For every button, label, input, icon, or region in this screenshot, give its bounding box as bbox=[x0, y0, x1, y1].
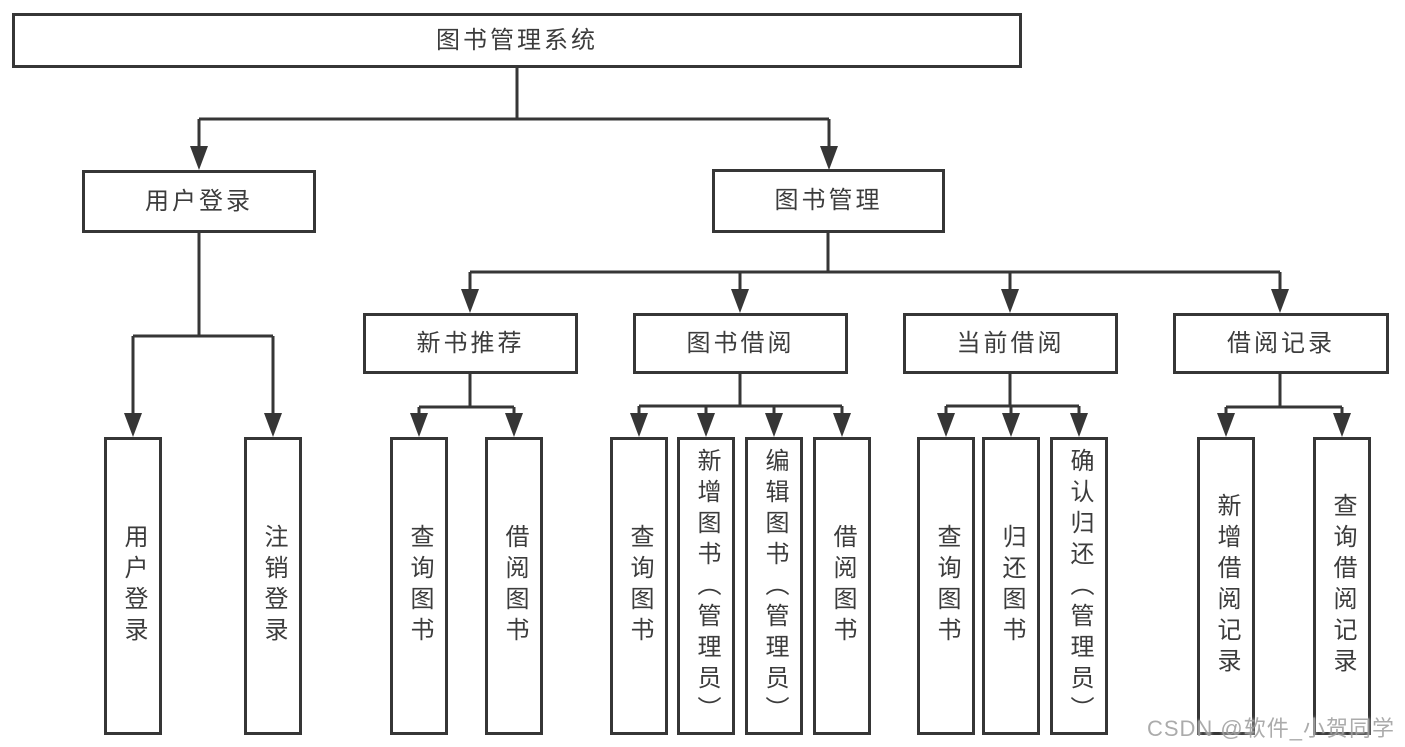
leaf-bb-query-books: 查询图书 bbox=[610, 437, 668, 735]
leaf-cb-return-books: 归还图书 bbox=[982, 437, 1040, 735]
node-book-borrow: 图书借阅 bbox=[633, 313, 848, 374]
leaf-br-add-record: 新增借阅记录 bbox=[1197, 437, 1255, 735]
leaf-nbr-borrow-books: 借阅图书 bbox=[485, 437, 543, 735]
node-current-borrow: 当前借阅 bbox=[903, 313, 1118, 374]
node-new-book-recommend: 新书推荐 bbox=[363, 313, 578, 374]
leaf-bb-add-books-admin: 新增图书（管理员） bbox=[677, 437, 735, 735]
leaf-bb-borrow-books: 借阅图书 bbox=[813, 437, 871, 735]
leaf-user-login: 用户登录 bbox=[104, 437, 162, 735]
leaf-nbr-query-books: 查询图书 bbox=[390, 437, 448, 735]
node-library-system: 图书管理系统 bbox=[12, 13, 1022, 68]
arrowheads bbox=[124, 146, 1351, 437]
node-user-login: 用户登录 bbox=[82, 170, 316, 233]
leaf-bb-edit-books-admin: 编辑图书（管理员） bbox=[745, 437, 803, 735]
leaf-cb-confirm-return-admin: 确认归还（管理员） bbox=[1050, 437, 1108, 735]
node-book-management: 图书管理 bbox=[712, 169, 945, 233]
leaf-logout: 注销登录 bbox=[244, 437, 302, 735]
leaf-cb-query-books: 查询图书 bbox=[917, 437, 975, 735]
node-borrow-records: 借阅记录 bbox=[1173, 313, 1389, 374]
leaf-br-query-record: 查询借阅记录 bbox=[1313, 437, 1371, 735]
csdn-watermark: CSDN @软件_小贺同学 bbox=[1146, 716, 1395, 741]
